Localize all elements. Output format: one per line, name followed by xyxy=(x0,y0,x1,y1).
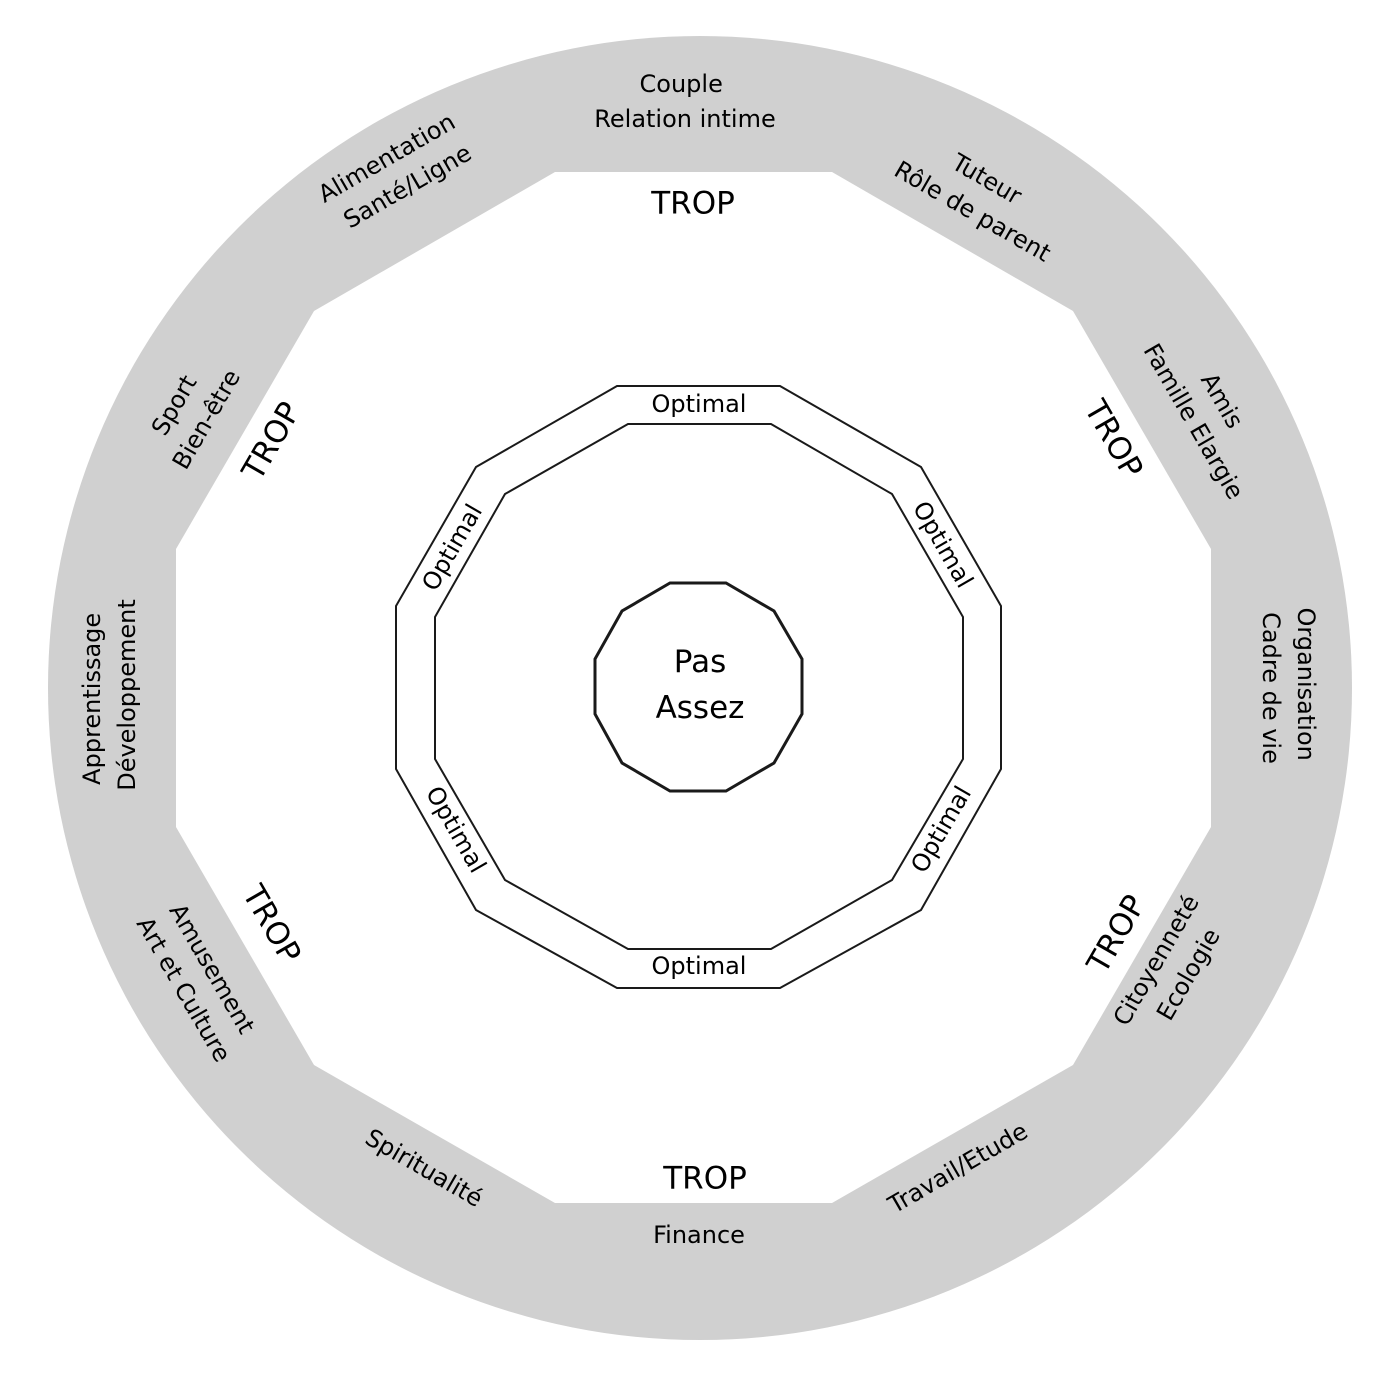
optimal-label-bottom: Optimal xyxy=(652,952,747,980)
center-label-line2: Assez xyxy=(656,690,745,726)
center-zone xyxy=(593,581,804,793)
area-label-apprentissage: Apprentissage Développement xyxy=(78,599,141,791)
trop-label-top: TROP xyxy=(650,186,735,222)
center-label-line1: Pas xyxy=(674,644,726,680)
optimal-label-top: Optimal xyxy=(652,390,747,418)
trop-label-bottom: TROP xyxy=(662,1161,747,1197)
area-label-finance: Finance xyxy=(653,1221,745,1249)
area-label-organisation: Organisation Cadre de vie xyxy=(1257,608,1320,769)
area-label-couple: Couple Relation intime xyxy=(594,70,775,133)
